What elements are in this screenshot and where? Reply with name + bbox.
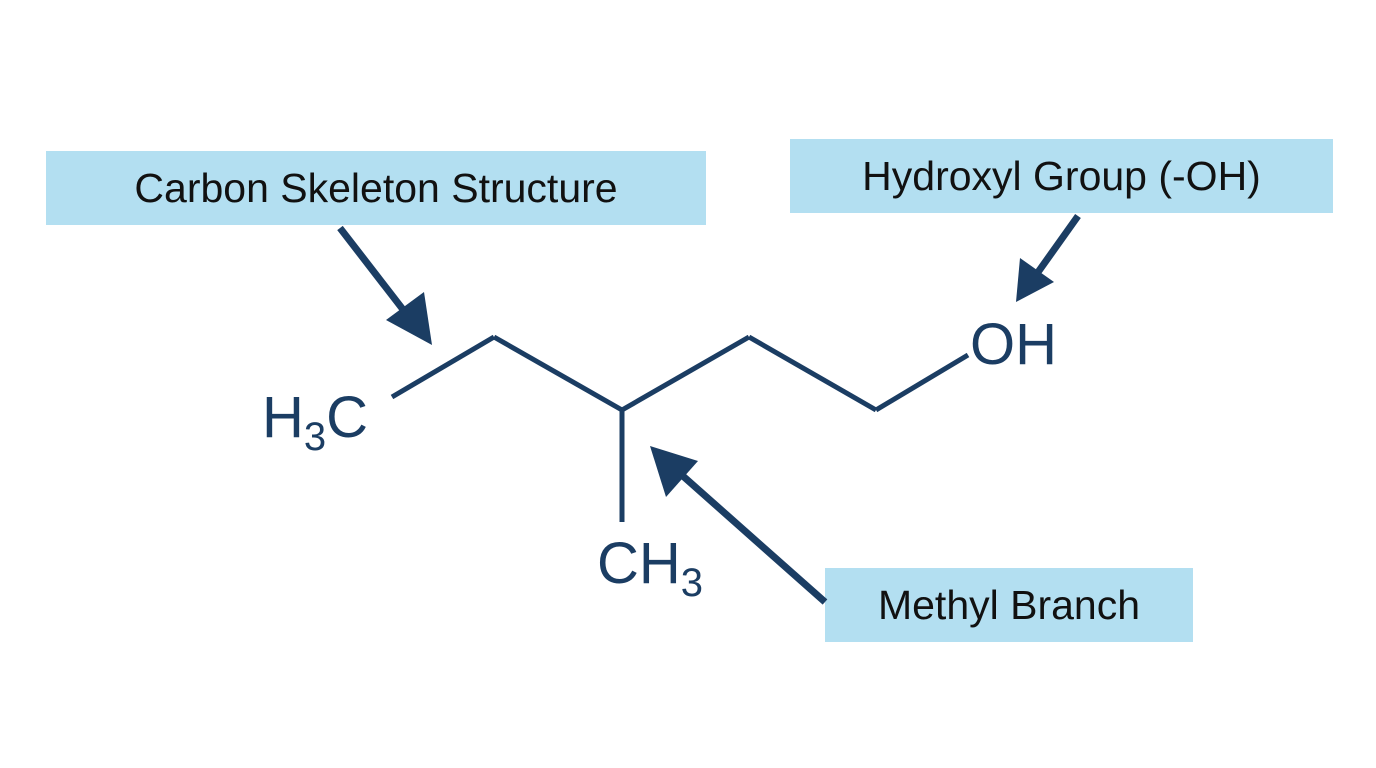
bond-c4-c5	[747, 334, 878, 413]
bond-lines	[390, 334, 970, 522]
callout-methyl-branch: Methyl Branch	[877, 581, 1141, 628]
bond-c5-o	[874, 352, 970, 413]
arrow-methyl-shaft	[672, 466, 828, 605]
bond-c3-c4	[620, 334, 751, 413]
arrow-skeleton-head	[386, 292, 432, 345]
callout-box-skeleton	[46, 151, 706, 225]
atom-label-branch-methyl: CH3	[597, 531, 703, 605]
callout-box-methyl	[825, 568, 1193, 642]
arrow-hydroxyl-shaft	[1033, 213, 1081, 278]
bond-c2-c3	[492, 334, 624, 413]
arrow-hydroxyl-head	[1016, 258, 1054, 302]
arrow-methyl-head	[650, 446, 698, 497]
callout-hydroxyl-group: Hydroxyl Group (-OH)	[862, 152, 1261, 199]
callout-carbon-skeleton: Carbon Skeleton Structure	[134, 164, 618, 211]
atom-label-terminal-methyl: H3C	[262, 385, 368, 459]
atom-label-hydroxyl: OH	[970, 312, 1057, 377]
arrow-skeleton-shaft	[337, 225, 411, 319]
callout-box-hydroxyl	[790, 139, 1333, 213]
annotation-arrows	[337, 213, 1081, 605]
bond-c1-c2	[390, 334, 496, 400]
